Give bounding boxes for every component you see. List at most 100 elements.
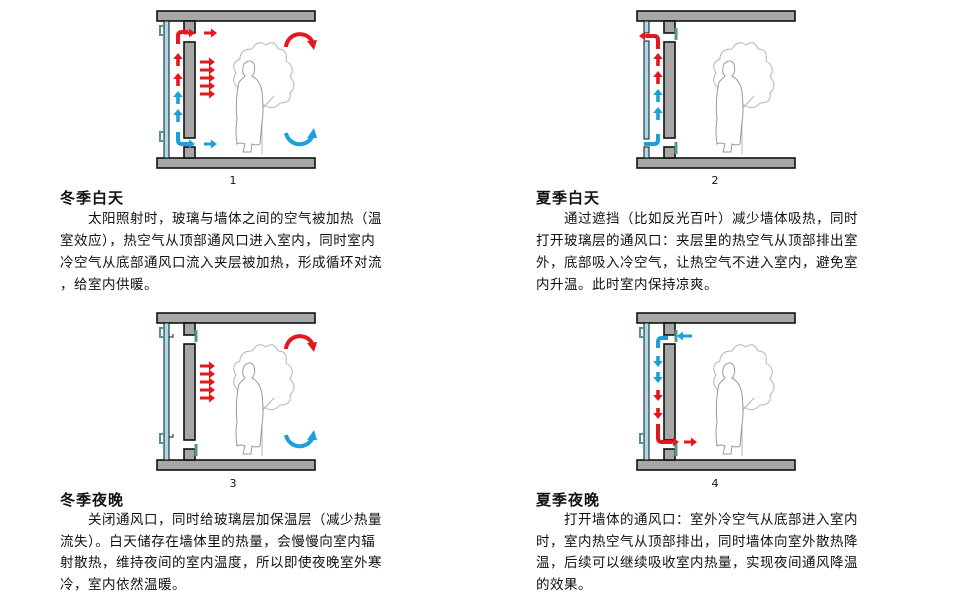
arrow-head-icon: [307, 342, 317, 352]
arrow-right-icon: [200, 385, 215, 395]
description-line: 打开墙体的通风口：室外冷空气从底部进入室内: [536, 512, 858, 528]
circulation-arc-icon: [284, 434, 314, 449]
floor-slab: [636, 459, 796, 471]
tree-icon: [713, 344, 775, 411]
figure-number: 1: [229, 174, 237, 187]
thermal-wall: [183, 343, 196, 441]
arrow-right-icon: [200, 369, 215, 379]
tree-icon: [713, 42, 775, 109]
arrow-head-icon: [307, 430, 317, 440]
arrow-up-icon: [173, 53, 183, 66]
description-line: 通过遮挡（比如反光百叶）减少墙体吸热，同时: [536, 211, 858, 227]
arrow-right-icon: [186, 139, 195, 149]
arrow-right-icon: [200, 65, 215, 75]
arrow-up-icon: [173, 73, 183, 86]
description-line: 太阳照射时，玻璃与墙体之间的空气被加热（温: [60, 211, 382, 227]
circulation-arc-icon: [284, 132, 314, 147]
arrow-right-icon: [200, 57, 215, 67]
glass-pane: [643, 146, 650, 159]
description-line: 打开玻璃层的通风口：夹层里的热空气从顶部排出室: [536, 233, 858, 249]
trombe-wall-diagram-winter-day: [156, 10, 317, 169]
floor-slab: [156, 157, 316, 169]
ceiling-slab: [156, 312, 316, 324]
arrow-left-icon: [677, 331, 692, 341]
cold-air-path: [656, 336, 668, 348]
section-title: 冬季夜晚: [60, 491, 125, 509]
hot-air-path: [176, 30, 188, 44]
person-figure-icon: [235, 60, 264, 153]
arrow-right-icon: [200, 361, 215, 371]
description-line: 温，后续可以继续吸收室内热量，实现夜间通风降温: [536, 555, 858, 571]
figure-number: 3: [229, 477, 237, 490]
arrow-right-icon: [200, 377, 215, 387]
figure-number: 4: [711, 477, 719, 490]
circulation-arc-icon: [284, 334, 314, 350]
thermal-wall: [183, 41, 196, 139]
arrow-right-icon: [204, 28, 217, 38]
arrow-right-icon: [204, 139, 217, 149]
description-line: 内升温。此时室内保持凉爽。: [536, 277, 718, 293]
vent-flap: [639, 327, 643, 444]
glass-pane: [643, 20, 650, 34]
glass-pane: [163, 322, 170, 461]
ceiling-slab: [636, 10, 796, 22]
floor-slab: [636, 157, 796, 169]
description-line: 射散热，维持夜间的室内温度，所以即使夜晚室外寒: [60, 555, 382, 571]
arrow-head-icon: [307, 40, 317, 50]
arrow-up-icon: [653, 53, 663, 66]
arrow-right-icon: [200, 81, 215, 91]
section-title: 夏季夜晚: [536, 491, 601, 509]
trombe-wall-diagram-summer-day: [636, 10, 796, 169]
thermal-wall-bottom: [663, 448, 676, 461]
description-line: 冷空气从底部通风口流入夹层被加热，形成循环对流: [60, 255, 382, 271]
ceiling-slab: [156, 10, 316, 22]
arrow-down-icon: [653, 372, 663, 383]
vent-flap: [159, 25, 163, 142]
arrow-right-icon: [200, 393, 215, 403]
trombe-wall-diagram-winter-night: [156, 312, 317, 471]
arrow-down-icon: [653, 408, 663, 419]
insulation-connector: [168, 334, 174, 438]
arrow-up-icon: [653, 89, 663, 102]
cold-air-path: [644, 134, 660, 146]
tree-icon: [233, 42, 295, 109]
arrow-up-icon: [653, 107, 663, 120]
glass-pane: [643, 40, 650, 140]
description-line: 外，底部吸入冷空气，让热空气不进入室内，避免室: [536, 255, 858, 271]
description-line: 的效果。: [536, 576, 592, 593]
thermal-wall-top: [663, 322, 676, 336]
ceiling-slab: [636, 312, 796, 324]
thermal-wall-bottom: [663, 146, 676, 159]
trombe-wall-diagram-summer-night: [636, 312, 796, 471]
arrow-right-icon: [200, 89, 215, 99]
arrow-head-icon: [307, 128, 317, 138]
hot-air-path: [656, 424, 672, 444]
person-figure-icon: [715, 362, 744, 455]
arrow-down-icon: [653, 356, 663, 367]
glass-pane: [643, 322, 650, 461]
floor-slab: [156, 459, 316, 471]
vent-flap: [159, 327, 163, 444]
thermal-wall-top: [183, 322, 196, 336]
arrow-right-icon: [684, 437, 697, 447]
arrow-up-icon: [173, 91, 183, 104]
thermal-wall: [663, 41, 676, 139]
thermal-wall-bottom: [183, 448, 196, 461]
person-figure-icon: [715, 60, 744, 153]
arrow-right-icon: [200, 73, 215, 83]
person-figure-icon: [235, 362, 264, 455]
description-line: 流失）。白天储存在墙体里的热量，会慢慢向室内辐: [60, 533, 376, 550]
cold-air-path: [176, 132, 190, 146]
arrow-right-icon: [184, 28, 195, 38]
arrow-up-icon: [173, 109, 183, 122]
arrow-down-icon: [653, 390, 663, 401]
circulation-arc-icon: [284, 32, 314, 48]
glass-pane: [163, 20, 170, 159]
arrow-left-icon: [639, 31, 646, 41]
figure-number: 2: [711, 174, 719, 187]
arrow-up-icon: [653, 71, 663, 84]
description-line: ，给室内供暖。: [60, 277, 158, 293]
hot-air-path: [646, 34, 660, 49]
description-line: 时，室内热空气从顶部排出，同时墙体向室外散热降: [536, 533, 858, 550]
section-title: 夏季白天: [536, 189, 601, 207]
